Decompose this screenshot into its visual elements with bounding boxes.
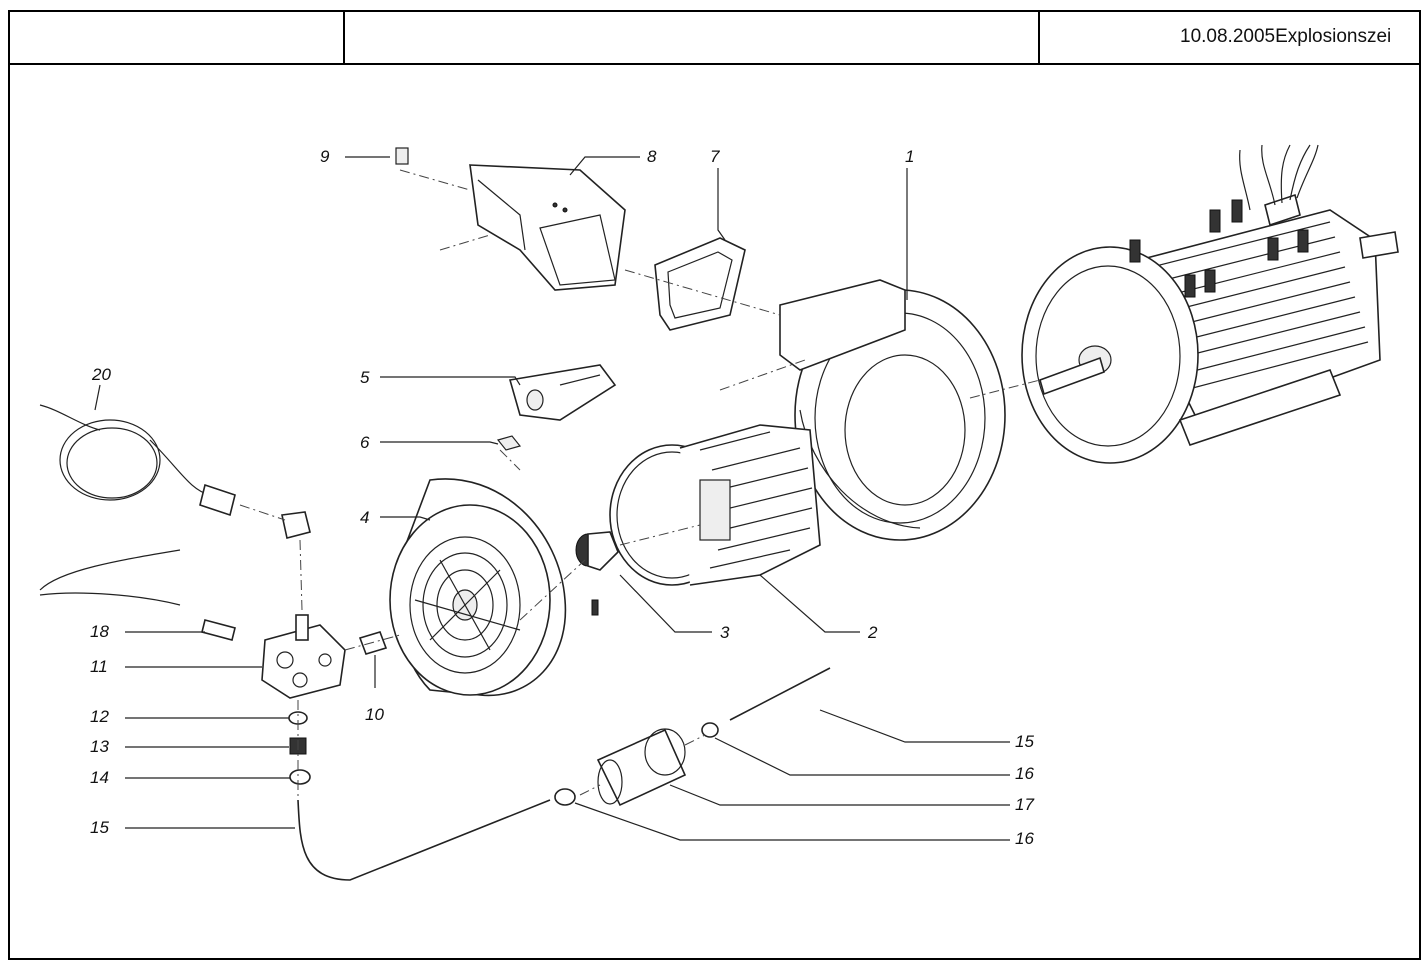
part-20-cable [39, 404, 236, 517]
title-block: 10.08.2005Explosionszei [10, 12, 1419, 65]
part-2-fan-wheel [609, 424, 821, 586]
part-9-plug [395, 147, 409, 165]
callout-5: 5 [360, 368, 370, 387]
callout-18: 18 [90, 622, 109, 641]
title-cell-left [10, 12, 345, 63]
callout-3: 3 [720, 623, 730, 642]
title-cell-right: 10.08.2005Explosionszei [1040, 12, 1421, 63]
callout-11: 11 [90, 657, 108, 676]
part-1-blower-housing [779, 279, 1006, 541]
callout-7: 7 [710, 147, 720, 166]
callout-17: 17 [1015, 795, 1034, 814]
part-3-coupling [575, 531, 619, 616]
part-16-clamp [554, 722, 719, 806]
part-4-fan-cover [389, 478, 567, 697]
callout-13: 13 [90, 737, 109, 756]
part-5-flap [508, 364, 617, 421]
callout-10: 10 [365, 705, 384, 724]
callout-2: 2 [867, 623, 878, 642]
callout-15-left: 15 [90, 818, 109, 837]
center-lines [239, 169, 1041, 800]
part-18-fitting [201, 619, 236, 641]
part-17-filter [596, 728, 687, 807]
callout-6: 6 [360, 433, 370, 452]
callout-1: 1 [905, 147, 914, 166]
callout-8: 8 [647, 147, 657, 166]
part-11-valve-block [261, 511, 346, 699]
part-14-clamp [289, 769, 311, 785]
callout-12: 12 [90, 707, 109, 726]
title-cell-middle [345, 12, 1040, 63]
part-6-clip [496, 435, 522, 451]
callout-20: 20 [91, 365, 111, 384]
callout-4: 4 [360, 508, 369, 527]
leader-lines [94, 156, 1010, 841]
callout-15-right: 15 [1015, 732, 1034, 751]
callout-9: 9 [320, 147, 330, 166]
part-10-nozzle [358, 631, 388, 655]
callout-14: 14 [90, 768, 109, 787]
electric-motor [1021, 144, 1399, 464]
part-8-intake-hood [469, 164, 626, 291]
callout-labels: 1 2 3 4 5 6 7 8 9 10 11 12 13 14 15 15 1… [90, 147, 1034, 848]
callout-16-lower: 16 [1015, 829, 1034, 848]
drawing-sheet: 10.08.2005Explosionszei [8, 10, 1421, 960]
callout-16-upper: 16 [1015, 764, 1034, 783]
part-7-gasket [654, 237, 746, 331]
part-15-hose [39, 549, 831, 881]
date-title-text: 10.08.2005Explosionszei [1180, 26, 1392, 47]
